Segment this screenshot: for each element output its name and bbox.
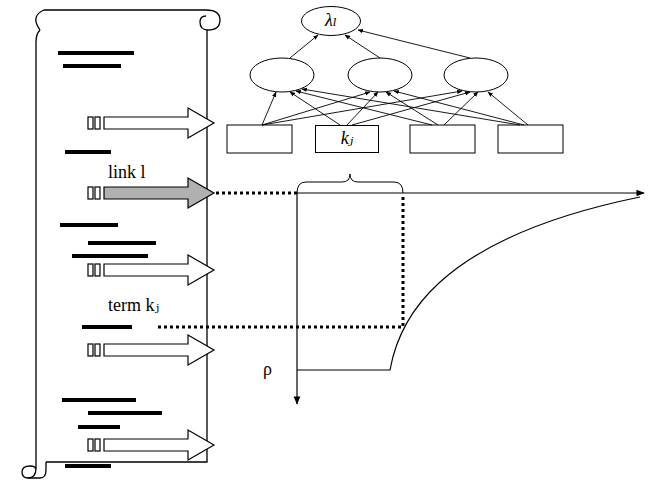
node-label: kⱼ <box>341 129 354 149</box>
link-label: link l <box>108 163 146 183</box>
input-node: kⱼ <box>315 125 379 153</box>
text-lines <box>58 51 162 468</box>
dotted-leaders <box>158 193 403 327</box>
graph <box>297 174 644 404</box>
term-label: term kⱼ <box>108 296 159 316</box>
node-label: λₗ <box>325 11 337 31</box>
axis-label: ρ <box>263 360 272 380</box>
link-arrows <box>88 108 214 460</box>
scroll-document <box>22 10 220 478</box>
network-arrows <box>262 30 528 125</box>
output-node: λₗ <box>301 6 361 36</box>
network <box>227 58 563 153</box>
